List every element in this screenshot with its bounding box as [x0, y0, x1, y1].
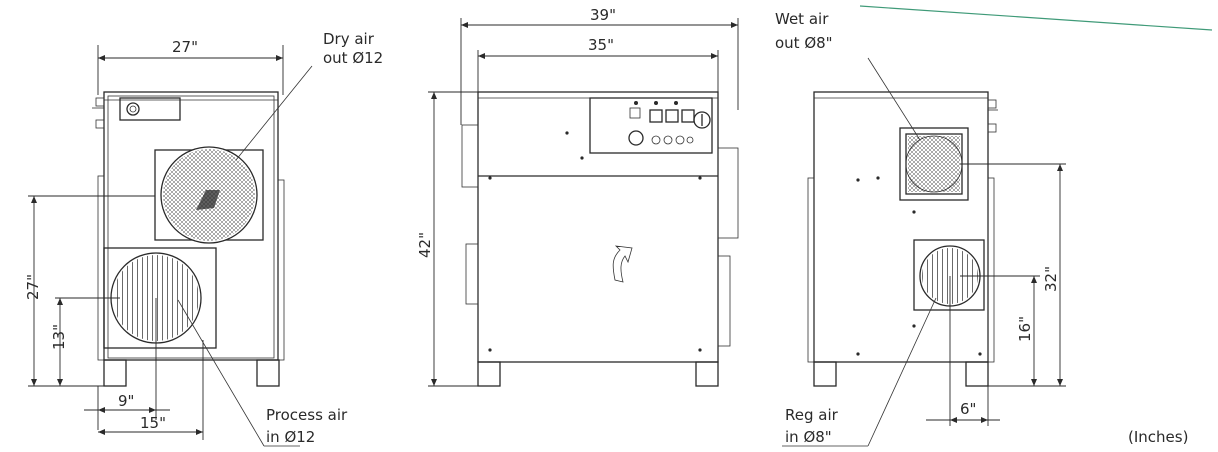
front-width-dim: 27" — [172, 38, 198, 56]
rear-reg-offset-dim: 6" — [960, 400, 976, 418]
process-air-label-line1: Process air — [266, 406, 348, 424]
side-total-width-dim: 39" — [590, 6, 616, 24]
reg-air-label-line1: Reg air — [785, 406, 839, 424]
rear-wet-height-dim: 32" — [1042, 266, 1060, 292]
side-body-width-dim: 35" — [588, 36, 614, 54]
rear-view — [782, 57, 1066, 447]
front-height-dim: 27" — [24, 274, 42, 300]
side-height-dim: 42" — [416, 232, 434, 258]
front-view — [28, 45, 313, 447]
accent-line — [859, 5, 1213, 31]
rear-reg-height-dim: 16" — [1016, 316, 1034, 342]
process-air-label-line2: in Ø12 — [266, 428, 315, 446]
reg-air-label-line2: in Ø8" — [785, 428, 832, 446]
dry-air-label-line1: Dry air — [323, 30, 375, 48]
front-inlet-width-dim: 15" — [140, 414, 166, 432]
front-inlet-height-dim: 13" — [50, 324, 68, 350]
wet-air-label-line2: out Ø8" — [775, 34, 833, 52]
units-note: (Inches) — [1128, 428, 1188, 446]
front-inlet-offset-dim: 9" — [118, 392, 134, 410]
wet-air-label-line1: Wet air — [775, 10, 829, 28]
side-view — [428, 18, 739, 387]
dry-air-label-line2: out Ø12 — [323, 49, 383, 67]
